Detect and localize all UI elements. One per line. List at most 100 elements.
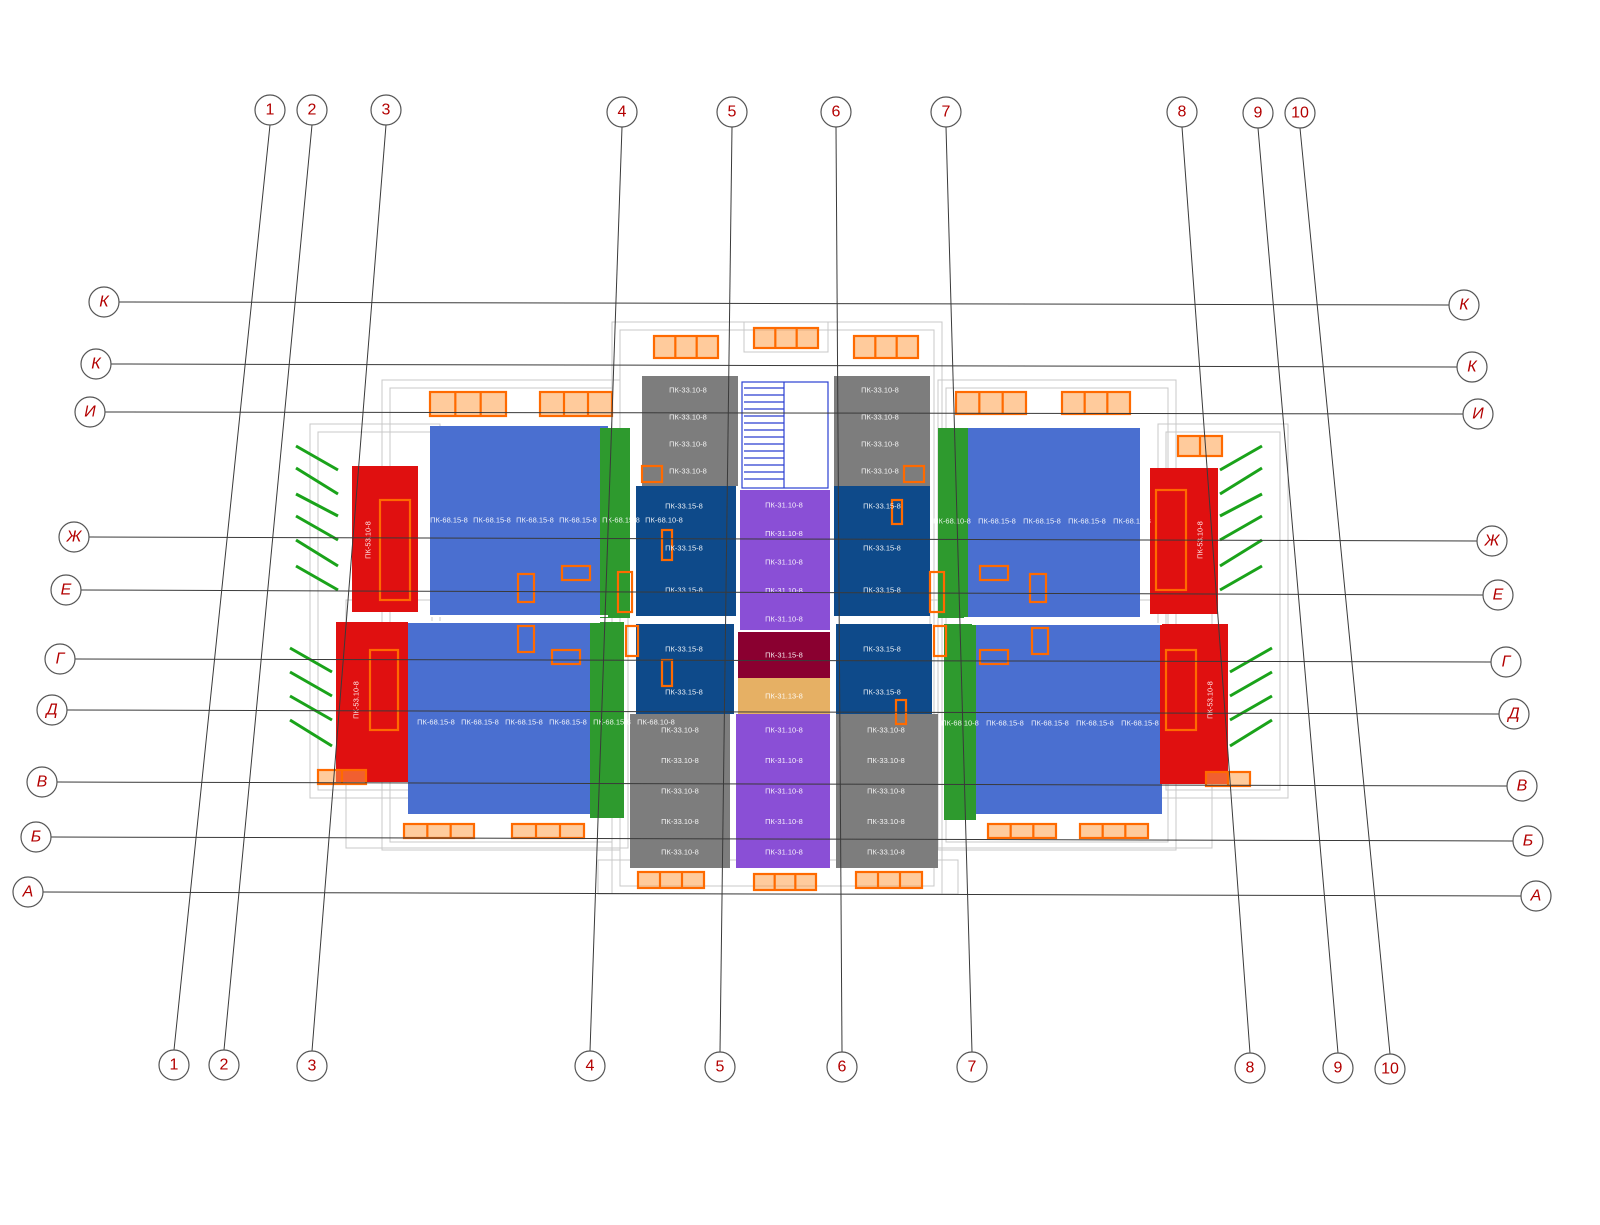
- window-icon: [1204, 770, 1252, 788]
- slab-label: ПК-33.15-8: [665, 586, 703, 595]
- stair-outline: [741, 381, 829, 489]
- axis-marker: 10: [1374, 1053, 1406, 1085]
- axis-marker: К: [1456, 351, 1488, 383]
- axis-bubble: [296, 1050, 328, 1082]
- axis-marker: Б: [20, 821, 52, 853]
- balcony-glazing-bar: [289, 670, 333, 698]
- door-opening-icon: [978, 648, 1010, 666]
- slab-right-wing-upper: [964, 428, 1140, 618]
- axis-bubble: [20, 821, 52, 853]
- axis-marker: Г: [44, 643, 76, 675]
- axis-bubble: [930, 96, 962, 128]
- axis-label: Г: [1502, 654, 1512, 671]
- axis-label: Е: [61, 582, 72, 599]
- slab-maroon: [738, 632, 830, 678]
- axis-marker: 8: [1234, 1052, 1266, 1084]
- slab-green-strip-left-lower: [590, 622, 624, 818]
- slab-label: ПК-33.15-8: [863, 586, 901, 595]
- slab-label: ПК-33.10-8: [669, 413, 707, 422]
- door-opening-icon: [978, 564, 1010, 582]
- door-opening-icon: [932, 624, 948, 658]
- slab-label: ПК-33.10-8: [661, 817, 699, 826]
- balcony-glazing-bar: [1229, 670, 1273, 698]
- window-icon: [402, 822, 476, 840]
- axis-marker: К: [88, 286, 120, 318]
- axis-label: Б: [1523, 833, 1533, 850]
- axis-bubble: [74, 396, 106, 428]
- balcony-glazing-bar: [1219, 466, 1263, 496]
- slab-label: ПК-33.15-8: [665, 502, 703, 511]
- grid-axis-line: [1299, 127, 1391, 1055]
- axis-bubble: [1448, 289, 1480, 321]
- axis-bubble: [1234, 1052, 1266, 1084]
- slab-label: ПК-68.15-8: [549, 718, 587, 727]
- window-icon: [852, 334, 920, 360]
- axis-marker: А: [1520, 880, 1552, 912]
- door-opening-icon: [902, 464, 926, 484]
- axis-bubble: [370, 94, 402, 126]
- axis-bubble: [1490, 646, 1522, 678]
- window-icon: [1078, 822, 1150, 840]
- axis-bubble: [1284, 97, 1316, 129]
- slab-label: ПК-33.10-8: [867, 726, 905, 735]
- axis-label: Д: [1506, 706, 1519, 723]
- slab-core-grey-lower-right: [836, 714, 938, 868]
- axis-label: 7: [942, 104, 951, 121]
- slab-label: ПК-68.15-8: [430, 516, 468, 525]
- axis-marker: К: [80, 348, 112, 380]
- slab-label: ПК-33.15-8: [863, 688, 901, 697]
- door-opening-icon: [560, 564, 592, 582]
- balcony-glazing-bar: [1229, 646, 1273, 674]
- grid-axis-line: [1181, 126, 1251, 1054]
- slab-red-left-upper: [352, 466, 418, 612]
- slab-label: ПК-33.15-8: [665, 645, 703, 654]
- window-glass: [404, 824, 474, 838]
- slab-label: ПК-33.10-8: [661, 787, 699, 796]
- axis-label: Ж: [1484, 533, 1501, 550]
- axis-marker: 2: [296, 94, 328, 126]
- axis-bubble: [1482, 579, 1514, 611]
- slab-label: ПК-68.15-8: [1068, 517, 1106, 526]
- axis-label: 7: [968, 1059, 977, 1076]
- window-frame: [652, 334, 720, 360]
- slab-label: ПК-31.10-8: [765, 586, 803, 595]
- axis-label: Е: [1493, 587, 1504, 604]
- axis-label: К: [1467, 359, 1478, 376]
- slab-label: ПК-53.10-8: [1206, 681, 1215, 719]
- window-icon: [752, 326, 820, 350]
- window-glass: [512, 824, 584, 838]
- axis-label: Г: [56, 651, 66, 668]
- axis-label: 10: [1291, 105, 1309, 122]
- axis-bubble: [1512, 825, 1544, 857]
- balcony-glazing-bar: [295, 492, 339, 518]
- axis-marker: 4: [574, 1050, 606, 1082]
- axis-bubble: [296, 94, 328, 126]
- slab-label: ПК-33.10-8: [661, 756, 699, 765]
- axis-label: 1: [266, 102, 275, 119]
- axis-label: В: [37, 774, 48, 791]
- axis-bubble: [1462, 398, 1494, 430]
- window-frame: [1078, 822, 1150, 840]
- axis-marker: 7: [956, 1051, 988, 1083]
- balcony-glazing-bar: [295, 514, 339, 542]
- axis-bubble: [606, 96, 638, 128]
- slab-label: ПК-68.10-8: [933, 517, 971, 526]
- axis-bubble: [158, 1049, 190, 1081]
- balcony-glazing-bar: [1219, 492, 1263, 518]
- window-icon: [854, 870, 924, 890]
- door-opening-icon: [1028, 572, 1048, 604]
- axis-label: 4: [586, 1058, 595, 1075]
- axis-bubble: [704, 1051, 736, 1083]
- slab-label: ПК-31.10-8: [765, 529, 803, 538]
- door-opening-icon: [928, 570, 946, 614]
- window-icon: [1060, 390, 1132, 416]
- grid-axis-line: [173, 124, 271, 1051]
- slab-label: ПК-68.15-8: [1113, 517, 1151, 526]
- door-opening-icon: [624, 624, 640, 658]
- axis-marker: К: [1448, 289, 1480, 321]
- slab-label: ПК-68.15-8: [505, 718, 543, 727]
- slab-label: ПК-53.10-8: [364, 521, 373, 559]
- window-frame: [1060, 390, 1132, 416]
- door-opening-icon: [378, 498, 412, 602]
- slab-label: ПК-68.15-8: [461, 718, 499, 727]
